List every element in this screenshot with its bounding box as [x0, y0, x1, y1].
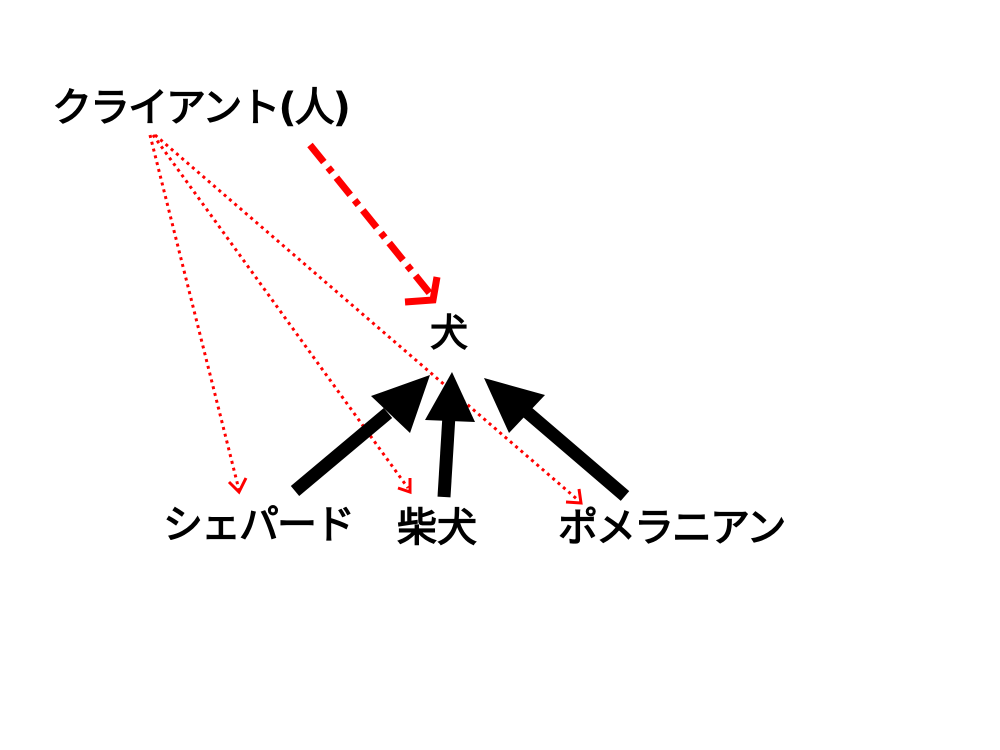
client-node-label: クライアント(人) — [52, 85, 351, 131]
client-to-shiba-arrow — [151, 134, 412, 495]
shepherd-to-dog-arrow — [290, 375, 430, 496]
dog-node-label: 犬 — [430, 311, 469, 355]
pomeranian-to-dog-arrow — [484, 378, 630, 501]
shiba-node-label: 柴犬 — [397, 505, 477, 551]
client-to-pomeranian-arrow — [154, 133, 583, 505]
client-to-shepherd-arrow — [148, 134, 248, 495]
client-to-dog-arrow — [307, 142, 441, 306]
shiba-to-dog-arrow — [425, 372, 475, 498]
shepherd-node-label: シェパード — [163, 502, 355, 548]
pomeranian-node-label: ポメラニアン — [558, 505, 786, 551]
